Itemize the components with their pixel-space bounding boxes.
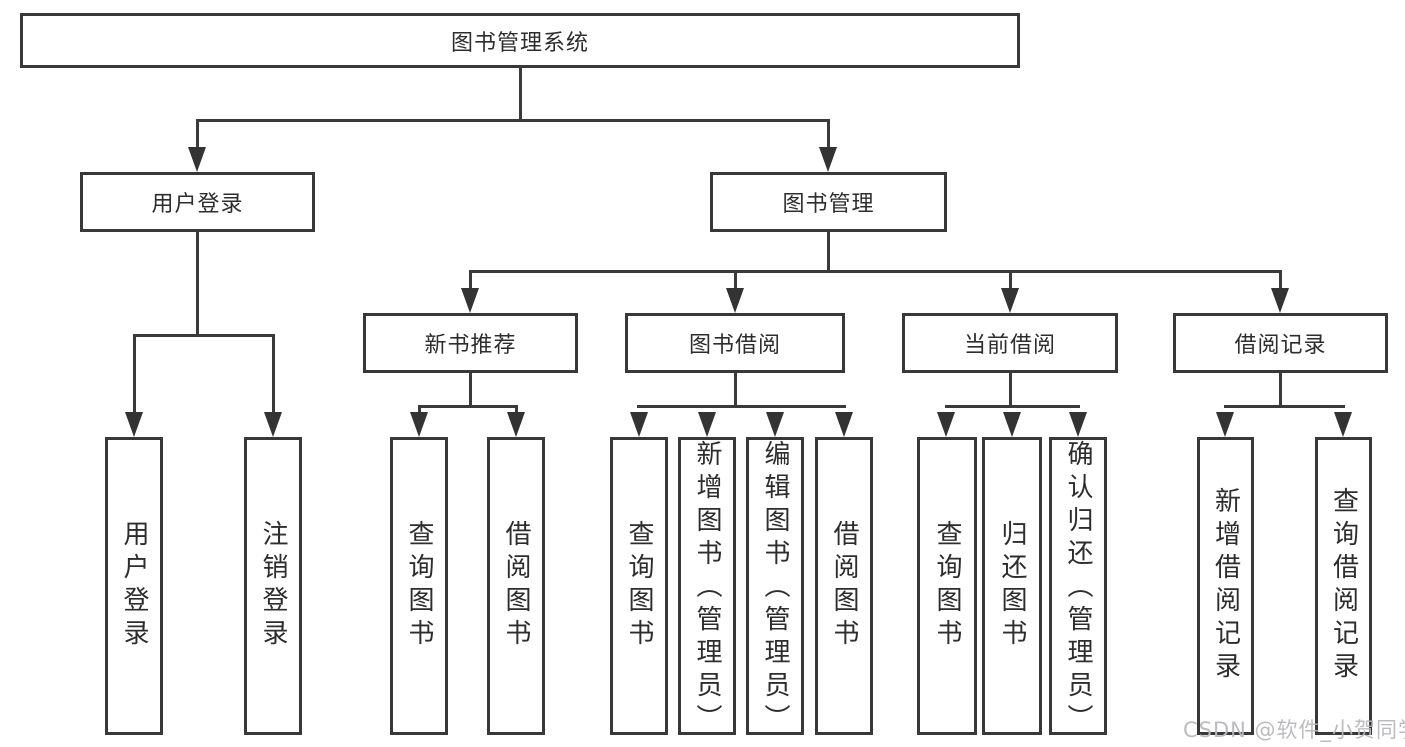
leaf-query-book-2: 查询图书: [610, 437, 668, 735]
node-book-borrow-label: 图书借阅: [688, 333, 781, 358]
connector-current-borrow-rail: [944, 405, 1080, 408]
leaf-borrow-book-1-label: 借阅图书: [501, 520, 531, 652]
leaf-add-record-label: 新增借阅记录: [1210, 487, 1241, 685]
connector-user-login-stem: [195, 232, 199, 337]
arrowhead-current-borrow: [1001, 288, 1019, 313]
connector-root-stem: [518, 68, 522, 121]
leaf-logout-label: 注销登录: [258, 520, 288, 652]
connector-drop-user-login: [195, 119, 199, 151]
arrowhead-borrow-book-1: [507, 412, 525, 437]
arrowhead-add-record: [1216, 412, 1234, 437]
leaf-query-book-1: 查询图书: [390, 437, 448, 735]
connector-drop-leaf-user-login: [132, 334, 136, 414]
connector-borrow-records-stem: [1278, 373, 1282, 408]
node-root-label: 图书管理系统: [450, 30, 589, 56]
leaf-query-book-1-label: 查询图书: [404, 520, 434, 652]
arrowhead-book-mgmt: [819, 147, 837, 172]
connector-book-mgmt-rail: [468, 270, 1282, 273]
node-user-login-label: 用户登录: [151, 192, 244, 217]
leaf-borrow-book-2-label: 借阅图书: [829, 520, 859, 652]
connector-drop-book-borrow: [733, 270, 737, 292]
arrowhead-return-book: [1003, 412, 1021, 437]
arrowhead-user-login: [188, 147, 206, 172]
arrowhead-leaf-logout: [264, 412, 282, 437]
leaf-edit-book: 编辑图书（管理员）: [746, 437, 804, 737]
connector-drop-book-mgmt: [826, 119, 830, 151]
leaf-add-book: 新增图书（管理员）: [678, 437, 736, 737]
arrowhead-new-book-rec: [461, 288, 479, 313]
leaf-logout: 注销登录: [244, 437, 302, 735]
arrowhead-query-book-3: [937, 412, 955, 437]
leaf-add-book-label: 新增图书（管理员）: [692, 440, 722, 737]
node-book-mgmt: 图书管理: [710, 172, 947, 232]
arrowhead-leaf-user-login: [125, 412, 143, 437]
connector-drop-borrow-records: [1278, 270, 1282, 292]
connector-current-borrow-stem: [1008, 373, 1012, 408]
leaf-user-login: 用户登录: [105, 437, 163, 735]
connector-drop-current-borrow: [1008, 270, 1012, 292]
node-borrow-records-label: 借阅记录: [1234, 333, 1327, 358]
node-root: 图书管理系统: [20, 13, 1020, 68]
node-current-borrow-label: 当前借阅: [963, 333, 1056, 358]
node-user-login: 用户登录: [80, 172, 315, 232]
arrowhead-query-book-2: [630, 412, 648, 437]
arrowhead-query-record: [1334, 412, 1352, 437]
arrowhead-confirm-return: [1069, 412, 1087, 437]
node-book-mgmt-label: 图书管理: [782, 192, 875, 217]
leaf-return-book-label: 归还图书: [997, 520, 1027, 652]
leaf-query-book-3-label: 查询图书: [932, 520, 962, 652]
connector-drop-query-book-1: [417, 405, 421, 415]
watermark: CSDN @软件_小贺同学: [1183, 718, 1405, 742]
connector-user-login-rail: [132, 334, 275, 337]
connector-new-book-rec-stem: [468, 373, 472, 408]
node-current-borrow: 当前借阅: [902, 313, 1118, 373]
arrowhead-edit-book: [766, 412, 784, 437]
leaf-query-record-label: 查询借阅记录: [1328, 487, 1359, 685]
arrowhead-borrow-book-2: [835, 412, 853, 437]
connector-root-rail: [195, 119, 830, 122]
node-book-borrow: 图书借阅: [625, 313, 845, 373]
connector-new-book-rec-rail: [417, 405, 518, 408]
leaf-confirm-return: 确认归还（管理员）: [1049, 437, 1107, 737]
node-borrow-records: 借阅记录: [1173, 313, 1388, 373]
connector-drop-leaf-logout: [271, 334, 275, 414]
connector-drop-borrow-book-1: [514, 405, 518, 415]
leaf-user-login-label: 用户登录: [119, 520, 149, 652]
leaf-return-book: 归还图书: [982, 437, 1042, 735]
connector-book-borrow-stem: [733, 373, 737, 408]
leaf-borrow-book-2: 借阅图书: [815, 437, 873, 735]
arrowhead-query-book-1: [410, 412, 428, 437]
leaf-confirm-return-label: 确认归还（管理员）: [1063, 440, 1093, 737]
node-new-book-rec-label: 新书推荐: [424, 333, 517, 358]
leaf-query-book-2-label: 查询图书: [624, 520, 654, 652]
arrowhead-add-book: [698, 412, 716, 437]
leaf-add-record: 新增借阅记录: [1197, 437, 1254, 735]
connector-borrow-records-rail: [1223, 405, 1345, 408]
arrowhead-book-borrow: [726, 288, 744, 313]
leaf-edit-book-label: 编辑图书（管理员）: [760, 440, 790, 737]
leaf-query-book-3: 查询图书: [917, 437, 977, 735]
connector-drop-new-book-rec: [468, 270, 472, 292]
leaf-borrow-book-1: 借阅图书: [487, 437, 545, 735]
node-new-book-rec: 新书推荐: [363, 313, 578, 373]
connector-book-borrow-rail: [637, 405, 846, 408]
leaf-query-record: 查询借阅记录: [1315, 437, 1372, 735]
arrowhead-borrow-records: [1271, 288, 1289, 313]
connector-book-mgmt-stem: [826, 232, 830, 273]
